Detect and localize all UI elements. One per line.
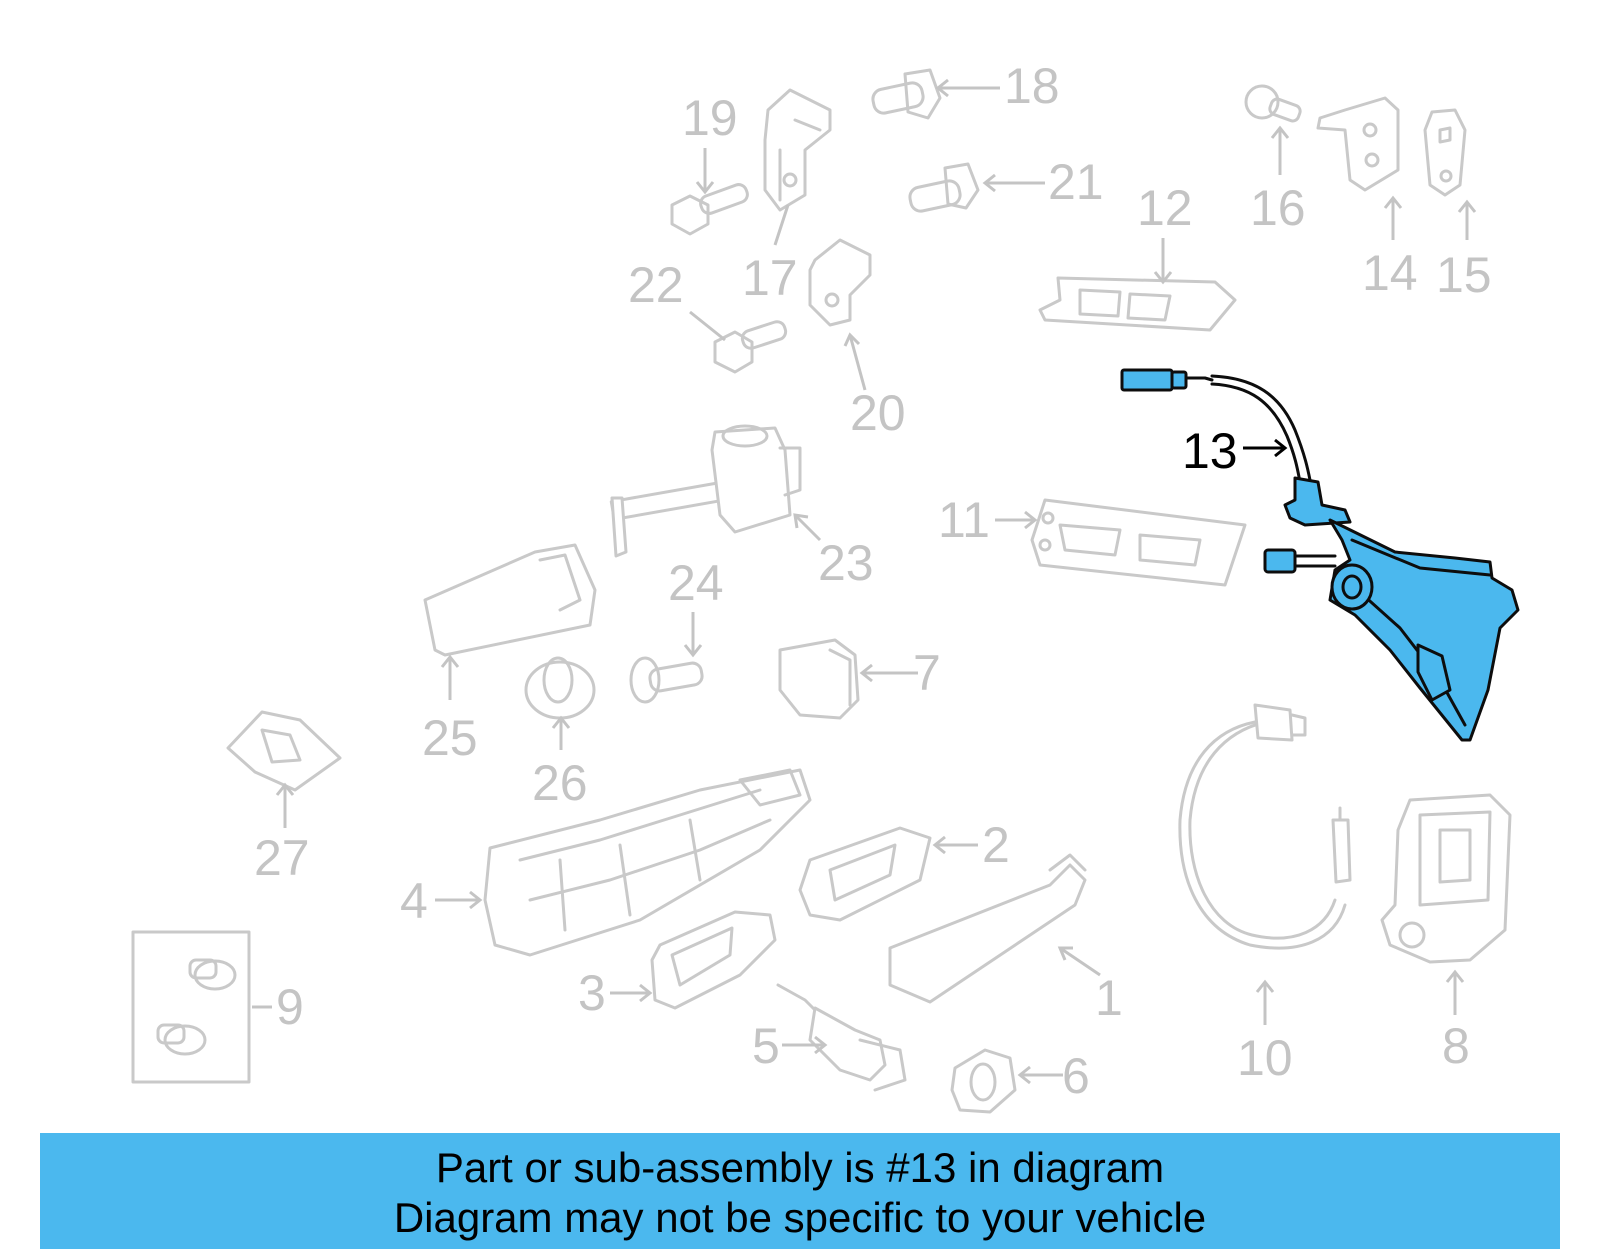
callout-26: 26 (532, 755, 588, 811)
callout-4: 4 (400, 873, 428, 929)
callout-14: 14 (1362, 245, 1418, 301)
part-4-handle-carrier (483, 768, 812, 957)
part-22-bolt (713, 320, 788, 374)
part-15-pad (1423, 108, 1467, 197)
callout-10: 10 (1237, 1030, 1293, 1086)
part-6-grommet (950, 1048, 1017, 1114)
part-13-cable-assembly[interactable] (1120, 368, 1520, 742)
callout-15: 15 (1436, 247, 1492, 303)
callout-16: 16 (1250, 180, 1306, 236)
part-13-cable (1210, 374, 1312, 482)
callout-12: 12 (1137, 180, 1193, 236)
part-23-check-strap (609, 424, 802, 558)
part-12-handle (1038, 276, 1237, 332)
callout-18: 18 (1004, 58, 1060, 114)
part-8-latch (1380, 793, 1512, 964)
part-11-inner-handle (1030, 498, 1247, 587)
part-13-connector (1120, 368, 1174, 392)
callout-20: 20 (850, 385, 906, 441)
callout-19: 19 (682, 90, 738, 146)
callout-2: 2 (982, 817, 1010, 873)
part-25-cover (423, 543, 597, 657)
part-16-screw (1244, 84, 1302, 123)
part-9-screw-kit (131, 930, 251, 1084)
callout-7: 7 (913, 645, 941, 701)
part-17-hinge (763, 88, 832, 212)
callout-13: 13 (1182, 423, 1238, 479)
part-19-bolt (670, 183, 749, 236)
callout-9: 9 (276, 979, 304, 1035)
part-2-bezel (798, 826, 932, 922)
callout-6: 6 (1062, 1048, 1090, 1104)
part-7-switch (778, 638, 860, 720)
part-24-pin (629, 656, 704, 704)
callout-1: 1 (1095, 970, 1123, 1026)
callout-25: 25 (422, 710, 478, 766)
callout-24: 24 (668, 555, 724, 611)
callout-3: 3 (578, 965, 606, 1021)
info-banner: Part or sub-assembly is #13 in diagram D… (40, 1133, 1560, 1249)
part-1-handle (888, 853, 1087, 1004)
part-13-panel (1328, 518, 1520, 742)
callout-23: 23 (818, 535, 874, 591)
part-26-grommet (524, 656, 596, 720)
part-5-lock-cylinder (776, 983, 907, 1092)
part-20-hinge (808, 238, 872, 327)
part-3-gasket (650, 910, 777, 1010)
callout-27: 27 (254, 830, 310, 886)
part-14-bracket (1316, 96, 1400, 192)
callout-21: 21 (1048, 154, 1104, 210)
part-21-bolt (908, 162, 980, 213)
part-18-bolt (871, 68, 942, 120)
part-13-bracket (1283, 476, 1352, 527)
callout-17: 17 (742, 250, 798, 306)
part-27-bracket (226, 710, 342, 792)
callout-5: 5 (752, 1018, 780, 1074)
banner-line-2: Diagram may not be specific to your vehi… (393, 1194, 1207, 1241)
callout-22: 22 (628, 257, 684, 313)
callout-8: 8 (1442, 1018, 1470, 1074)
callout-11: 11 (938, 492, 990, 548)
banner-line-1: Part or sub-assembly is #13 in diagram (435, 1144, 1165, 1191)
part-10-cable (1178, 703, 1352, 950)
